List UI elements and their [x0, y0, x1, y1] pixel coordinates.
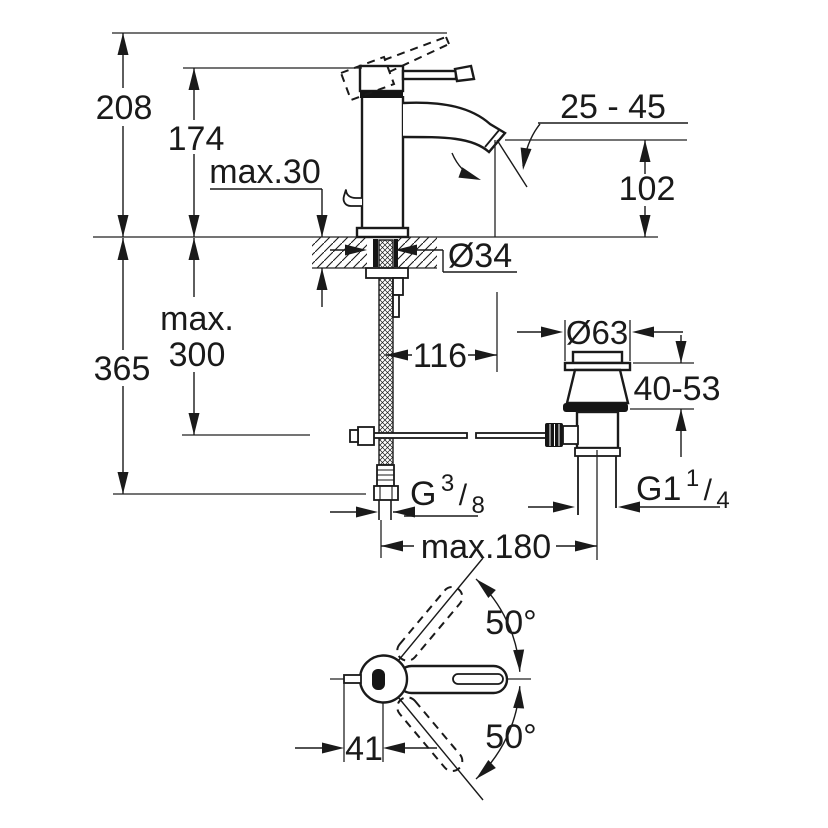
- dim-102-label: 102: [619, 170, 676, 208]
- popup-waste-assembly: [545, 350, 632, 560]
- dim-174: 174: [168, 68, 225, 237]
- deck-hatch-left: [312, 237, 367, 268]
- dim-116: 116: [386, 292, 498, 375]
- dim-dia63: Ø63: [517, 314, 683, 361]
- dimension-annotations: 208 174 max.30 365: [94, 32, 730, 566]
- dim-208: 208: [96, 33, 153, 237]
- dim-g114-label: G1 1 / 4: [636, 465, 730, 514]
- lever-raised-dashed: [383, 36, 450, 73]
- dim-50-down-label: 50°: [485, 718, 536, 756]
- dim-max300-word: max.: [160, 300, 234, 338]
- dim-25-45-label: 25 - 45: [560, 88, 666, 126]
- g114-sub: 4: [716, 487, 729, 514]
- dim-40-53-label: 40-53: [634, 370, 721, 408]
- waste-plug-top: [571, 350, 624, 365]
- hose-connector-ribs: [377, 469, 394, 481]
- cartridge-mark: [372, 669, 385, 690]
- dim-116-label: 116: [413, 337, 467, 375]
- knob-knurling: [549, 424, 560, 446]
- dim-40-53: 40-53: [630, 335, 720, 457]
- rod-clevis-cap: [349, 429, 359, 443]
- dim-max30: max.30: [209, 153, 328, 307]
- dim-max300-value: 300: [169, 336, 226, 374]
- g38-main: G: [410, 475, 436, 513]
- popup-rod-left: [372, 432, 468, 439]
- waste-seal-ring: [563, 403, 628, 412]
- dim-max300: max. 300: [160, 238, 310, 436]
- dim-41: 41: [295, 683, 437, 768]
- dim-g114: G1 1 / 4: [528, 465, 730, 514]
- dim-dia34-label: Ø34: [448, 237, 512, 275]
- g114-sup: 1: [686, 465, 699, 492]
- shank-thread-left: [373, 239, 378, 267]
- handle-housing: [358, 64, 405, 93]
- lever-swivel-down-dashed: [396, 696, 464, 772]
- dim-50-up-label: 50°: [485, 604, 536, 642]
- hose-nut-facets: [379, 486, 393, 500]
- dim-102: 102: [494, 139, 687, 237]
- g114-slash: /: [704, 474, 713, 507]
- dim-dia34: Ø34: [330, 237, 517, 275]
- lever-arm: [401, 69, 458, 81]
- dim-208-label: 208: [96, 89, 153, 127]
- handle-housing-band: [360, 91, 403, 98]
- hose-nipple: [378, 500, 392, 520]
- dim-max30-label: max.30: [209, 153, 321, 191]
- lever-grip: [453, 64, 476, 83]
- dim-365-label: 365: [94, 350, 151, 388]
- lever-swivel-up-dashed: [396, 586, 464, 662]
- dim-g38-label: G 3 / 8: [410, 470, 485, 519]
- rod-clevis: [357, 426, 375, 446]
- knob-stem: [562, 425, 579, 445]
- popup-rod-upper: [392, 294, 400, 318]
- g38-sup: 3: [441, 470, 454, 497]
- popup-knob: [342, 189, 362, 207]
- dim-max180-label: max.180: [421, 528, 551, 566]
- dim-g38: G 3 / 8: [330, 470, 485, 519]
- tailpipe: [577, 456, 617, 515]
- handle-back-stub: [343, 674, 362, 684]
- g114-main: G1: [636, 470, 681, 508]
- swivel-rays: [397, 557, 484, 801]
- g38-slash: /: [459, 479, 468, 512]
- handle-housing-raised-dashed: [339, 55, 396, 102]
- dim-dia63-label: Ø63: [566, 314, 628, 351]
- lever-slot: [452, 673, 504, 685]
- locknut-washer: [365, 267, 409, 279]
- handle-top-view: 50° 50° 41: [295, 557, 537, 801]
- waste-lower-body: [575, 410, 620, 450]
- popup-rod-guide: [392, 277, 404, 296]
- dim-max180: max.180: [380, 520, 597, 566]
- faucet-elevation: [339, 36, 564, 520]
- dim-41-label: 41: [345, 730, 383, 768]
- waste-upper-body: [565, 368, 630, 405]
- hose-nut: [373, 485, 399, 501]
- g38-sub: 8: [472, 492, 485, 519]
- swivel-arcs: [472, 574, 526, 784]
- shank-thread-right: [394, 239, 398, 267]
- base-plate: [355, 226, 410, 239]
- spout: [402, 101, 507, 154]
- aerator-face: [484, 128, 501, 148]
- dim-25-45: 25 - 45: [451, 88, 688, 188]
- dim-365: 365: [94, 238, 366, 495]
- dim-174-label: 174: [168, 120, 225, 158]
